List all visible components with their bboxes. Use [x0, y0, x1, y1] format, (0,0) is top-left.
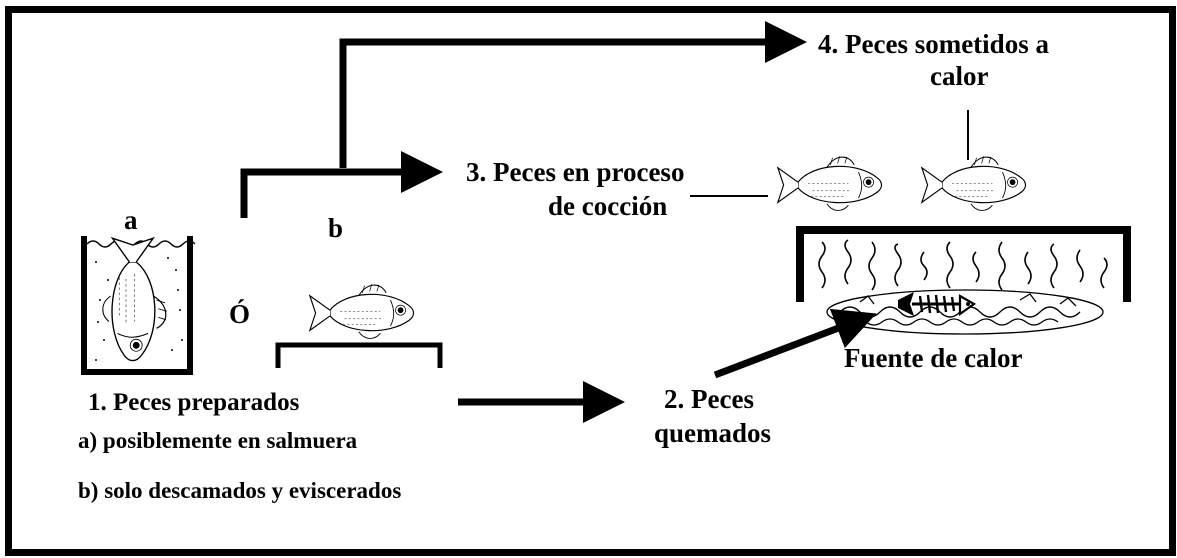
fish-icon: [921, 155, 1027, 212]
fish-skeleton-icon: [898, 292, 977, 317]
or-label: Ó: [229, 299, 251, 329]
tag-b: b: [328, 213, 344, 243]
tag-a: a: [124, 205, 138, 235]
tray-fish-icon: [275, 283, 443, 368]
step2-label-line2: quemados: [654, 418, 772, 448]
step2-label-line1: 2. Peces: [664, 384, 754, 414]
coal-bed: [826, 289, 1104, 335]
arrow-to-step3: [240, 151, 443, 218]
step1-option-a: a) posiblemente en salmuera: [78, 428, 358, 453]
step3-label-line1: 3. Peces en proceso: [466, 157, 685, 187]
arrow-to-step4: [339, 21, 807, 168]
step1-title: 1. Peces preparados: [88, 389, 300, 416]
diagram-frame: [5, 6, 1176, 556]
brine-container-icon: [81, 236, 196, 375]
fish-icon: [102, 237, 168, 362]
step1-option-b: b) solo descamados y eviscerados: [78, 478, 402, 503]
heat-source-label: Fuente de calor: [844, 343, 1023, 373]
step3-label-line2: de cocción: [548, 191, 668, 221]
step4-label-line2: calor: [930, 61, 989, 91]
fish-icon: [777, 155, 883, 212]
arrow-to-burned-fish: [713, 308, 877, 379]
grill-rack: [796, 226, 1131, 302]
step4-label-line1: 4. Peces sometidos a: [818, 29, 1049, 59]
flame-icon: [818, 239, 1108, 291]
